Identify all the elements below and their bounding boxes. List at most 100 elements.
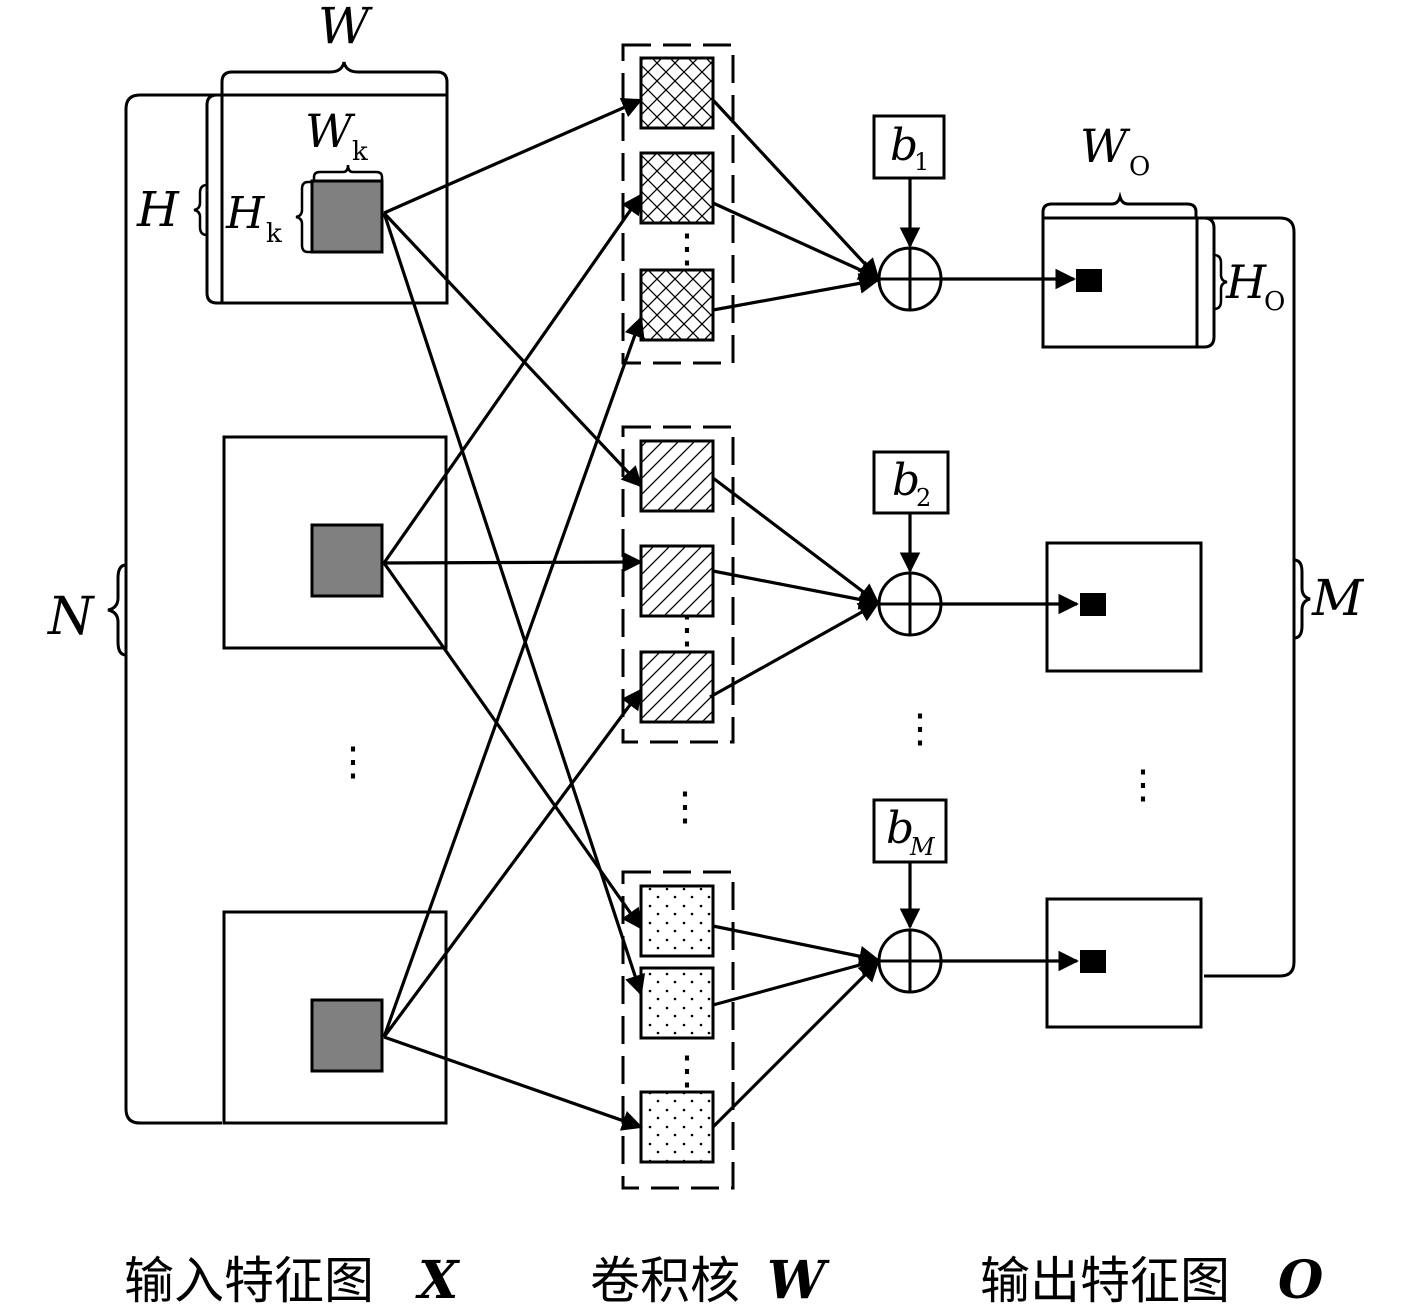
output-feature-maps: ⋮ xyxy=(1041,191,1311,1029)
output-pixel-1 xyxy=(1076,269,1102,292)
kernel-1-2 xyxy=(639,151,715,225)
arrow xyxy=(382,316,645,1038)
h-bracket xyxy=(205,93,222,305)
input-ellipsis: ⋮ xyxy=(333,739,373,785)
kernel-m-2 xyxy=(639,966,715,1040)
caption-output: 输出特征图 xyxy=(980,1252,1230,1310)
input-feature-maps: ⋮ xyxy=(107,61,449,1125)
adder-to-output-arrows xyxy=(941,268,1080,972)
kernel-groups-ellipsis: ⋮ xyxy=(665,784,705,830)
kernel-m-n xyxy=(639,1090,715,1164)
label-m: M xyxy=(1311,569,1365,627)
m-brace xyxy=(1293,558,1311,640)
kernel-to-adder-arrows xyxy=(709,98,881,1129)
arrow xyxy=(382,562,643,930)
arrow xyxy=(383,551,644,573)
kernel-2-1 xyxy=(639,439,715,513)
ho-brace xyxy=(1213,253,1228,311)
caption-kernel: 卷积核 xyxy=(590,1252,740,1310)
bias-1-subscript: 1 xyxy=(914,148,929,176)
arrow xyxy=(382,211,643,488)
bias-m-subscript: M xyxy=(909,833,936,861)
bias-2-symbol: b xyxy=(892,455,920,506)
arrow xyxy=(383,98,643,215)
m-bracket xyxy=(1197,216,1296,978)
adder-m-plus xyxy=(879,930,941,992)
arrow xyxy=(382,193,643,564)
arrow xyxy=(711,960,880,1129)
adder-ellipsis: ⋮ xyxy=(900,706,940,752)
output-pixel-m xyxy=(1080,950,1106,973)
label-wo-sub: O xyxy=(1129,152,1150,182)
w-brace xyxy=(220,61,449,95)
n-bracket xyxy=(124,93,222,1125)
arrow xyxy=(709,601,880,699)
kernel-2-2 xyxy=(639,544,715,618)
arrow xyxy=(383,1035,643,1131)
dimension-labels: W W k H H k N M W O H O xyxy=(46,0,1365,647)
label-n: N xyxy=(46,587,95,647)
label-ho: H xyxy=(1225,255,1267,309)
input-patch-2 xyxy=(310,523,384,598)
hk-brace xyxy=(295,180,312,254)
bias-2-box xyxy=(872,450,950,515)
arrow xyxy=(712,273,881,312)
arrow xyxy=(712,201,880,280)
input-to-kernel-arrows xyxy=(382,98,646,1131)
h-brace xyxy=(193,183,208,237)
wk-brace xyxy=(312,164,384,181)
caption-input: 输入特征图 xyxy=(124,1252,374,1310)
arrow xyxy=(382,688,643,1038)
kernel-group-2-border xyxy=(621,425,735,744)
label-h: H xyxy=(136,182,180,238)
kernel-m-1 xyxy=(639,884,715,958)
label-hk: H xyxy=(225,188,266,239)
arrow xyxy=(712,476,880,605)
label-wo: W xyxy=(1080,119,1131,173)
input-map-n xyxy=(222,910,448,1125)
input-patch-n xyxy=(310,998,384,1073)
wo-brace xyxy=(1041,191,1198,218)
captions: 输入特征图 X 卷积核 W 输出特征图 O xyxy=(124,1250,1323,1311)
ho-bracket xyxy=(1197,216,1216,349)
bias-m-symbol: b xyxy=(886,803,914,854)
output-map-m xyxy=(1045,897,1203,1029)
caption-input-var: X xyxy=(415,1250,461,1311)
bias-m: b M xyxy=(872,798,948,994)
kernel-2-n xyxy=(639,650,715,724)
bias-m-box xyxy=(872,798,948,864)
bias-2-subscript: 2 xyxy=(916,484,931,512)
bias-2: b 2 xyxy=(872,450,950,637)
arrow xyxy=(712,954,881,1007)
kernel-1-n xyxy=(639,268,715,342)
input-patch-1 xyxy=(310,179,384,254)
input-map-2 xyxy=(222,435,448,650)
kernel-group-m-border xyxy=(621,870,735,1190)
kernel-1-ellipsis: ⋮ xyxy=(667,226,707,272)
arrow xyxy=(382,212,646,996)
kernel-1-1 xyxy=(639,56,715,130)
label-w: W xyxy=(318,0,373,55)
label-ho-sub: O xyxy=(1264,287,1285,317)
kernel-m-ellipsis: ⋮ xyxy=(667,1048,707,1094)
adder-2-plus xyxy=(879,573,941,635)
output-pixel-2 xyxy=(1080,593,1106,616)
arrow xyxy=(711,98,880,280)
n-brace xyxy=(107,563,127,657)
bias-1-symbol: b xyxy=(890,120,918,171)
label-wk: W xyxy=(305,104,356,158)
output-map-1 xyxy=(1041,216,1199,349)
caption-output-var: O xyxy=(1278,1250,1323,1311)
bias-1: b 1 xyxy=(872,114,946,312)
kernels: ⋮ ⋮ ⋮ ⋮ xyxy=(621,43,735,1190)
label-hk-sub: k xyxy=(266,219,282,249)
caption-kernel-var: W xyxy=(767,1250,830,1311)
output-ellipsis: ⋮ xyxy=(1123,762,1163,808)
adder-1-plus xyxy=(879,248,941,310)
input-map-1 xyxy=(220,93,449,305)
kernel-2-ellipsis: ⋮ xyxy=(667,607,707,653)
label-wk-sub: k xyxy=(352,137,368,167)
output-map-2 xyxy=(1045,541,1203,673)
arrow xyxy=(712,924,881,967)
